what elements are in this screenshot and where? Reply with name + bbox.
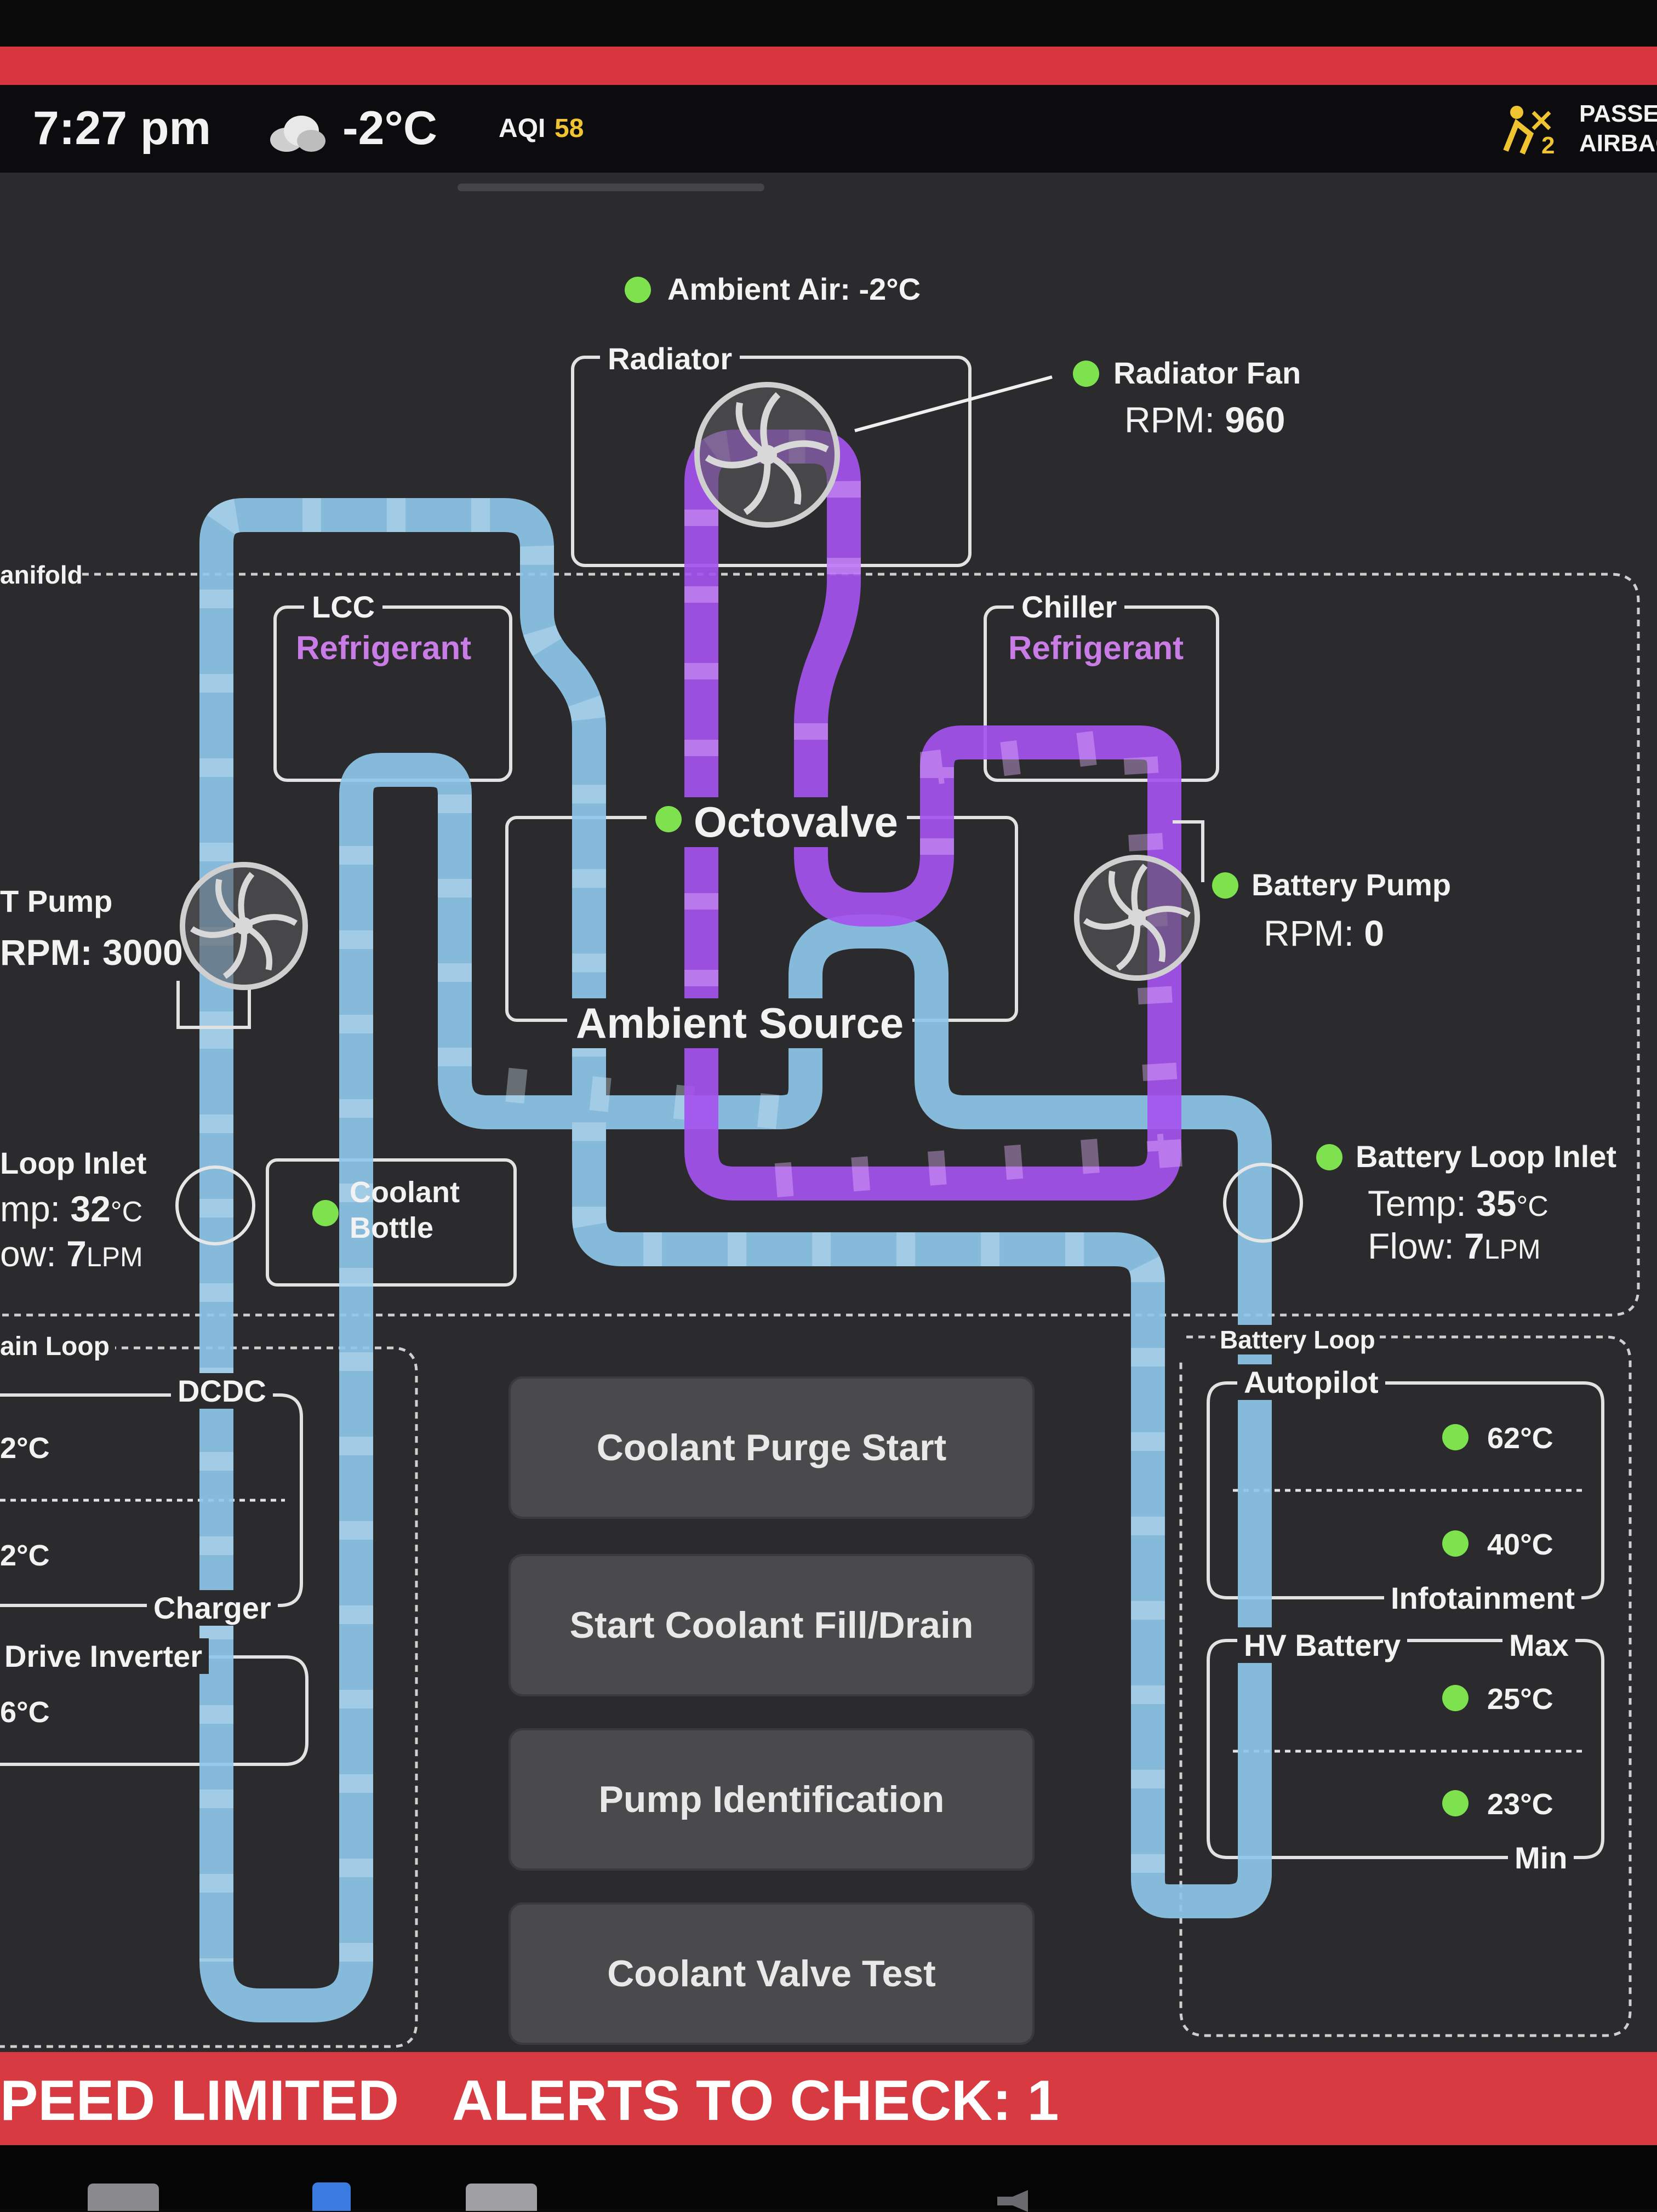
lcc-refrigerant-label: Refrigerant [296,630,472,666]
airbag-status-line2: AIRBAG [1579,130,1657,157]
pt-loop-inlet-label: Loop Inlet [0,1146,147,1180]
chiller-refrigerant-label: Refrigerant [1008,630,1184,666]
manifold-label: anifold [0,561,83,589]
battery-loop-flow: Flow: 7LPM [1368,1226,1541,1266]
volume-muted-icon[interactable] [997,2190,1028,2212]
hv-battery-min-temp: 23°C [1442,1787,1553,1821]
pt-pump-rpm: RPM: 3000 [0,932,183,973]
battery-loop-temp: Temp: 35°C [1368,1183,1549,1224]
svg-text:2: 2 [1541,132,1555,156]
status-dot [625,277,651,303]
inverter-temp: 6°C [0,1696,50,1729]
status-dot [1073,361,1099,387]
powertrain-coolant-pipe [199,753,1272,2022]
coolant-valve-test-button[interactable]: Coolant Valve Test [508,1902,1035,2045]
status-dot [655,806,682,832]
hv-battery-label: HV Battery [1237,1627,1408,1663]
start-coolant-fill-drain-button[interactable]: Start Coolant Fill/Drain [508,1554,1035,1696]
hv-battery-max-temp: 25°C [1442,1682,1553,1716]
alert-bar[interactable]: PEED LIMITED ALERTS TO CHECK: 1 [0,2052,1657,2145]
powertrain-pump-icon [176,862,308,1029]
max-label: Max [1502,1627,1575,1663]
refrigerant-pipe [684,430,1181,1201]
alerts-to-check-text: ALERTS TO CHECK: 1 [452,2069,1059,2133]
aqi-label: AQI [499,114,546,143]
status-dot [1442,1685,1469,1711]
cloud-icon [267,111,328,158]
top-alert-strip [0,47,1657,85]
battery-inlet-sensor-icon [1223,1163,1303,1243]
taskbar [0,2145,1657,2212]
coolant-bottle-label-1: Coolant [350,1176,460,1209]
radiator-box [571,356,972,567]
charger-label: Charger [147,1590,278,1626]
drive-loop-title: ain Loop [0,1331,115,1362]
battery-loop-title: Battery Loop [1215,1325,1380,1354]
aqi-value: 58 [555,114,584,143]
status-bar: 7:27 pm -2°C AQI 58 2 PASSE AIRBAG [0,85,1657,173]
battery-pump-label: Battery Pump [1212,867,1451,902]
drive-loop-frame [0,1346,418,2048]
drag-handle[interactable] [458,184,764,191]
octovalve-label: Octovalve [647,797,907,847]
manifold-frame [0,573,1640,1317]
chiller-label: Chiller [1014,589,1125,625]
radiator-label: Radiator [600,341,740,376]
battery-coolant-pipe [199,498,1272,1918]
radiator-fan-label: Radiator Fan [1073,355,1301,391]
pt-inlet-sensor-icon [175,1165,255,1245]
radiator-fan-leader [854,375,1053,432]
pump-identification-button[interactable]: Pump Identification [508,1728,1035,1871]
battery-pump-icon [1074,820,1204,981]
status-dot [1442,1530,1469,1557]
speed-limited-text: PEED LIMITED [0,2069,399,2133]
dcdc-charger-box [0,1393,303,1607]
radiator-fan-rpm: RPM: 960 [1124,399,1285,440]
passenger-airbag-icon: 2 [1500,101,1566,159]
coolant-bottle-box [266,1158,517,1287]
autopilot-label: Autopilot [1237,1364,1385,1400]
battery-pump-rpm: RPM: 0 [1264,913,1385,953]
coolant-purge-start-button[interactable]: Coolant Purge Start [508,1376,1035,1519]
clock: 7:27 pm [33,102,212,155]
autopilot-temp: 62°C [1442,1421,1553,1455]
airbag-status-line1: PASSE [1579,100,1657,127]
ambient-air-label: Ambient Air: -2°C [625,271,921,307]
status-dot [1442,1424,1469,1450]
lcc-label: LCC [304,589,383,625]
battery-loop-frame [1179,1335,1632,2037]
coolant-bottle-label-2: Bottle [350,1211,433,1244]
ambient-source-label: Ambient Source [567,998,913,1048]
battery-loop-inlet-label: Battery Loop Inlet [1316,1139,1616,1174]
min-label: Min [1508,1840,1574,1876]
coolant-bottle-status-dot [312,1200,339,1229]
drive-inverter-label: Drive Inverter [0,1638,209,1674]
dcdc-temp: 2°C [0,1432,50,1465]
app-launcher-icon[interactable] [466,2184,537,2211]
dcdc-label: DCDC [171,1373,273,1409]
radiator-fan-icon [694,382,840,528]
status-dot [1442,1790,1469,1816]
car-icon[interactable] [88,2184,159,2211]
outside-temperature: -2°C [342,102,437,155]
infotainment-label: Infotainment [1384,1580,1581,1616]
pt-pump-label: T Pump [0,884,113,918]
charger-temp: 2°C [0,1539,50,1572]
status-dot [1316,1144,1342,1170]
infotainment-temp: 40°C [1442,1528,1553,1562]
autopilot-box [1207,1381,1604,1599]
inverter-box [0,1655,308,1766]
status-dot [1212,872,1238,899]
pt-loop-flow: ow: 7LPM [0,1233,143,1274]
hv-battery-box [1207,1639,1604,1859]
navigation-icon[interactable] [312,2182,351,2211]
pt-loop-temp: mp: 32°C [0,1188,143,1229]
